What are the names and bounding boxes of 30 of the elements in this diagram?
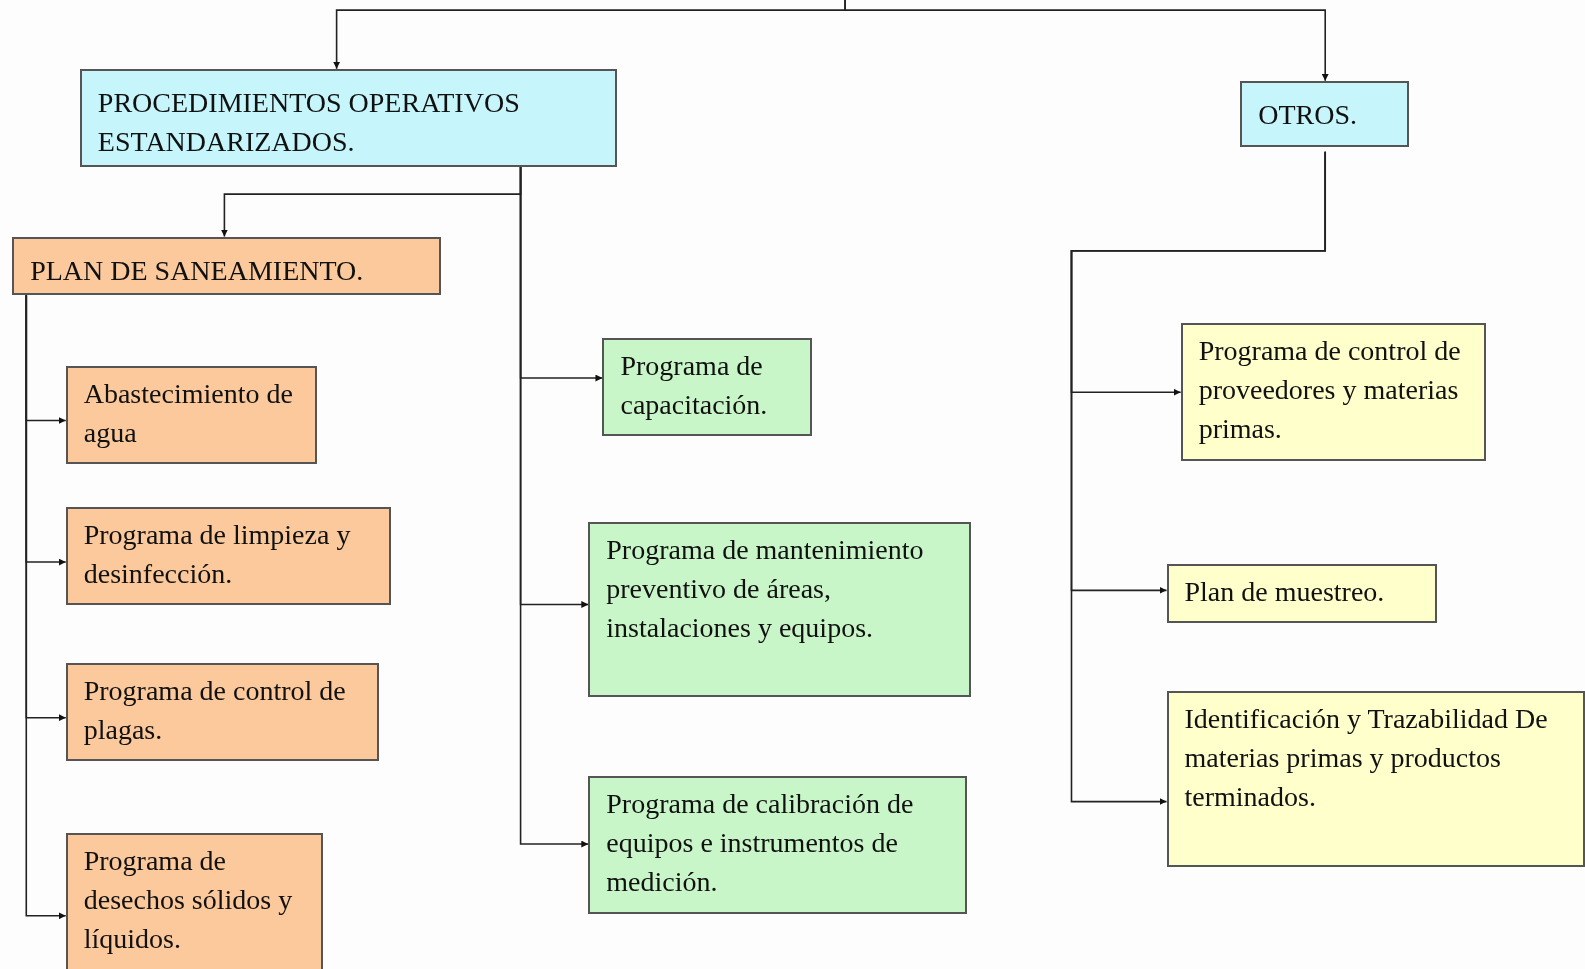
node-label: Programa de mantenimiento preventivo de áreas, instalaciones y equipos. xyxy=(606,532,925,645)
node-label: OTROS. xyxy=(1258,97,1359,132)
process-box xyxy=(65,507,392,606)
process-box xyxy=(1166,691,1585,868)
node-label: Programa de desechos sólidos y líquidos. xyxy=(83,843,294,956)
process-box xyxy=(1180,323,1486,461)
node-label: Programa de control de plagas. xyxy=(83,674,347,748)
heading-box xyxy=(12,236,441,296)
node-label: Plan de muestreo. xyxy=(1184,575,1386,610)
node-label: Programa de calibración de equipos e instrumentos de medición. xyxy=(606,787,915,900)
arrow xyxy=(1070,150,1326,806)
process-box xyxy=(65,365,318,464)
heading-box xyxy=(79,68,617,167)
node-label: Programa de capacitación. xyxy=(620,348,769,422)
process-box xyxy=(65,663,380,762)
arrow xyxy=(844,0,1329,82)
arrow xyxy=(519,166,590,848)
node-label: PLAN DE SANEAMIENTO. xyxy=(30,253,365,288)
node-label: Identificación y Trazabilidad De materias primas y productos terminados. xyxy=(1184,702,1549,815)
process-box xyxy=(65,832,324,969)
process-box xyxy=(1166,564,1438,623)
process-box xyxy=(588,521,972,698)
arrow xyxy=(25,294,67,920)
node-label: Abastecimiento de agua xyxy=(83,376,294,450)
heading-box xyxy=(1240,80,1410,147)
process-box xyxy=(602,337,812,436)
node-label: PROCEDIMIENTOS OPERATIVOS ESTANDARIZADOS. xyxy=(97,85,521,159)
node-label: Programa de limpieza y desinfección. xyxy=(83,518,352,592)
process-box xyxy=(588,776,968,914)
node-label: Programa de control de proveedores y materias primas. xyxy=(1198,334,1462,447)
